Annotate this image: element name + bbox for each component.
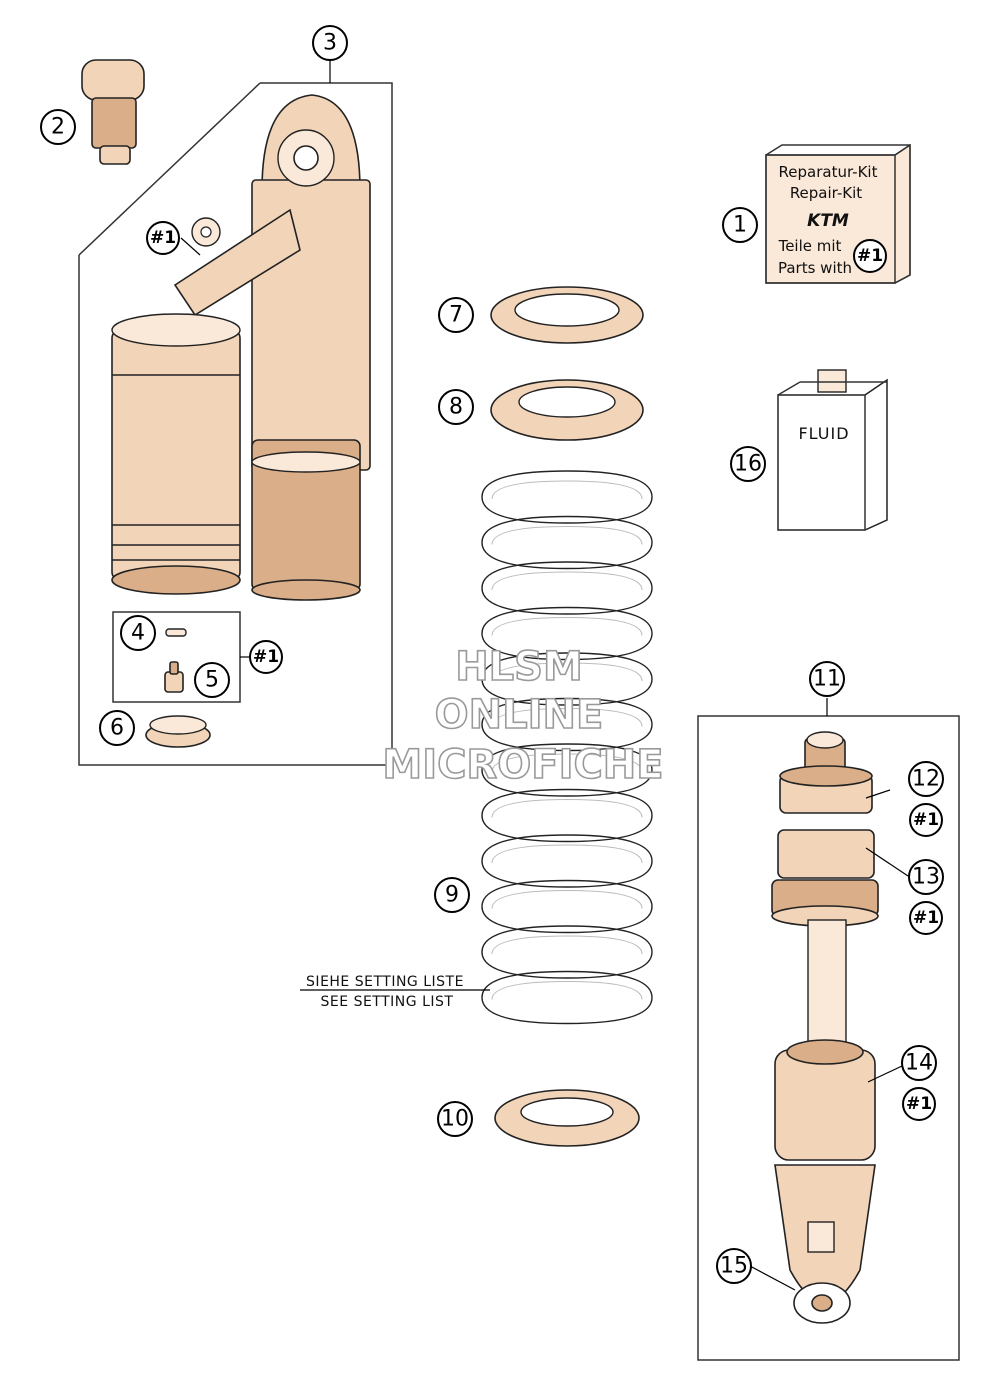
ref-mark-label: #1	[913, 810, 939, 830]
o-ring-part	[165, 628, 187, 637]
spring-note-line2: SEE SETTING LIST	[321, 994, 454, 1010]
ref-mark-label: #1	[913, 908, 939, 928]
ref-mark-5: #1	[902, 1087, 936, 1121]
callout-label-5: 5	[205, 668, 219, 693]
spring-retainer-part	[494, 1089, 640, 1147]
callout-1: 1	[722, 207, 758, 243]
reservoir-cap-part	[145, 715, 211, 748]
callout-11: 11	[809, 661, 845, 697]
callout-13: 13	[908, 859, 944, 895]
adjusting-ring-part	[490, 286, 644, 344]
spring-note-line1: SIEHE SETTING LISTE	[306, 974, 464, 990]
piston-rod-frame	[697, 715, 960, 1361]
repair-kit-line1: Reparatur-Kit	[779, 163, 878, 181]
repair-kit-ref-mark: #1	[857, 246, 883, 266]
coil-spring-part	[481, 470, 653, 1025]
ref-mark-3: #1	[909, 803, 943, 837]
callout-label-7: 7	[449, 303, 463, 328]
ktm-logo: KTM	[807, 211, 849, 231]
callout-label-6: 6	[110, 716, 124, 741]
fluid-bottle: FLUID	[777, 369, 888, 531]
leader-lines	[180, 237, 909, 1291]
watermark-line1: HLSM	[455, 644, 583, 690]
ref-mark-label: #1	[253, 647, 279, 667]
watermark-line2: ONLINE	[435, 692, 604, 738]
callout-label-16: 16	[734, 452, 762, 477]
piston-rod-group	[697, 698, 960, 1361]
callout-label-8: 8	[449, 395, 463, 420]
repair-kit-line2: Repair-Kit	[790, 184, 862, 202]
callout-label-4: 4	[131, 621, 145, 646]
spring-group: SIEHE SETTING LISTE SEE SETTING LIST	[300, 286, 653, 1147]
compression-adjuster-cap	[81, 59, 145, 165]
callout-10: 10	[437, 1101, 473, 1137]
callout-label-10: 10	[441, 1107, 469, 1132]
fluid-label: FLUID	[798, 424, 849, 443]
callout-label-13: 13	[912, 865, 940, 890]
callout-6: 6	[99, 710, 135, 746]
callout-label-1: 1	[733, 213, 747, 238]
callout-label-3: 3	[323, 31, 337, 56]
ref-mark-label: #1	[906, 1094, 932, 1114]
callout-label-12: 12	[912, 767, 940, 792]
callout-label-11: 11	[813, 667, 841, 692]
callout-12: 12	[908, 761, 944, 797]
callout-2: 2	[40, 109, 76, 145]
callout-9: 9	[434, 877, 470, 913]
callout-3: 3	[312, 25, 348, 61]
callout-8: 8	[438, 389, 474, 425]
lock-ring-part	[490, 379, 644, 441]
ref-mark-2: #1	[249, 640, 283, 674]
callout-label-15: 15	[720, 1254, 748, 1279]
repair-kit-box: Reparatur-Kit Repair-Kit KTM Teile mit P…	[765, 143, 911, 284]
ref-mark-4: #1	[909, 901, 943, 935]
callout-5: 5	[194, 662, 230, 698]
bleed-valve-part	[164, 661, 184, 693]
ref-mark-1: #1	[146, 221, 180, 255]
shock-absorber-body	[111, 94, 371, 601]
callout-7: 7	[438, 297, 474, 333]
callout-label-14: 14	[905, 1051, 933, 1076]
ref-mark-label: #1	[150, 228, 176, 248]
callout-label-2: 2	[51, 115, 65, 140]
shock-absorber-group	[78, 59, 393, 766]
watermark: HLSM ONLINE MICROFICHE	[382, 643, 665, 789]
callout-label-9: 9	[445, 883, 459, 908]
repair-kit-line4: Parts with	[778, 259, 852, 277]
shock-assembly-frame	[78, 82, 393, 766]
repair-kit-line3: Teile mit	[778, 237, 842, 255]
callout-15: 15	[716, 1248, 752, 1284]
callout-16: 16	[730, 446, 766, 482]
callout-14: 14	[901, 1045, 937, 1081]
callout-4: 4	[120, 615, 156, 651]
watermark-line3: MICROFICHE	[382, 742, 663, 788]
